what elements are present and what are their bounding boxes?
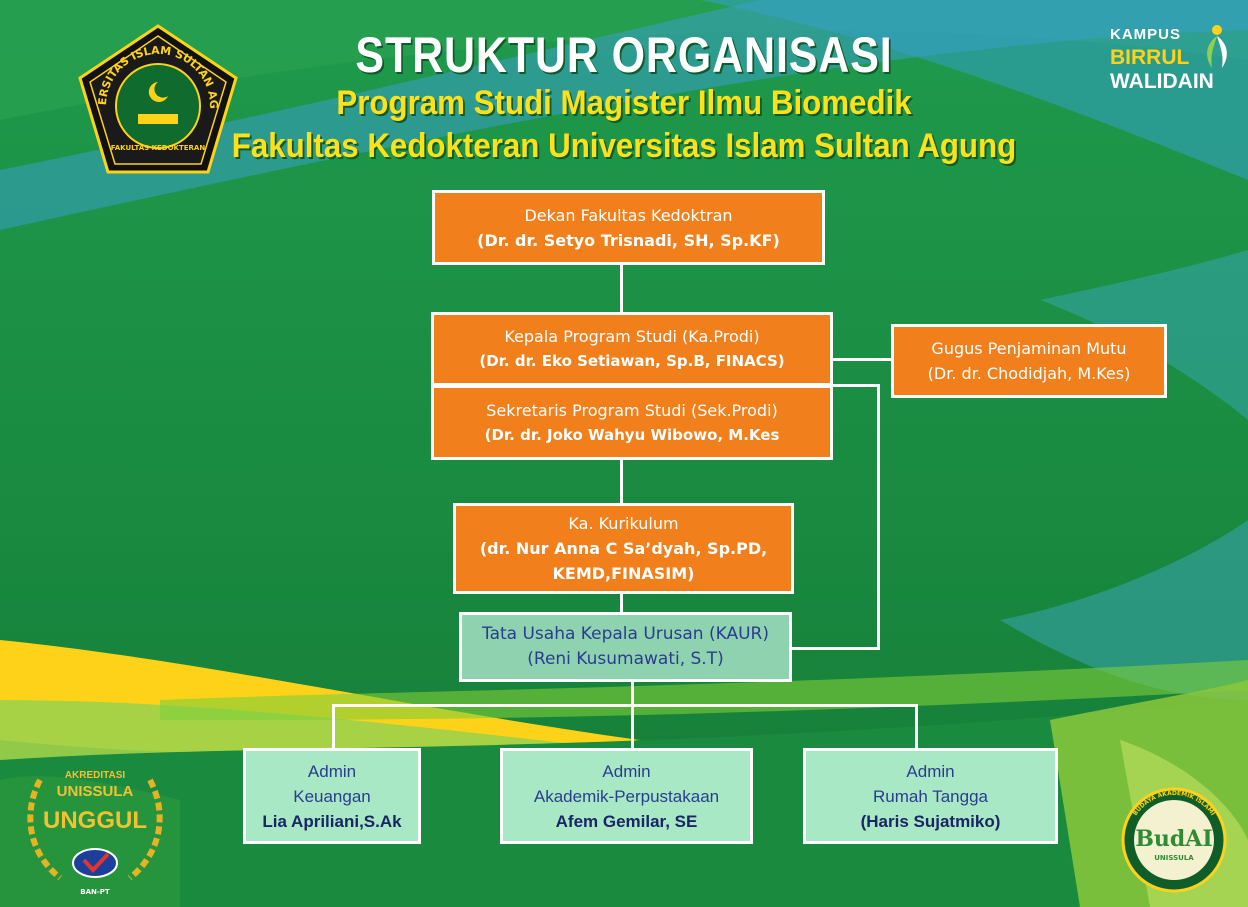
connector-kaprodi-gugus — [831, 358, 893, 361]
connector-kurikulum-kaur — [620, 593, 623, 614]
connector-kaur-down — [631, 681, 634, 749]
node-kaur-person: (Reni Kusumawati, S.T) — [527, 649, 724, 669]
connector-admin-rt — [915, 704, 918, 750]
node-admin-akad-person: Afem Gemilar, SE — [555, 811, 698, 831]
node-admin-rt-line2: Rumah Tangga — [873, 786, 988, 806]
node-admin-akad-line2: Akademik-Perpustakaan — [533, 786, 720, 806]
node-kaur-title: Tata Usaha Kepala Urusan (KAUR) — [482, 624, 769, 644]
node-kaprodi-person: (Dr. dr. Eko Setiawan, Sp.B, FINACS) — [479, 352, 785, 370]
node-kaprodi: Kepala Program Studi (Ka.Prodi) (Dr. dr.… — [431, 312, 833, 386]
node-admin-keuangan: Admin Keuangan Lia Apriliani,S.Ak — [243, 748, 421, 844]
node-admin-keu-line2: Keuangan — [293, 786, 371, 806]
brand-line3: WALIDAIN — [1110, 70, 1214, 93]
accreditation-unggul-badge: AKREDITASI UNISSULA UNGGUL BAN-PT — [27, 770, 163, 896]
page-subtitle-program: Program Studi Magister Ilmu Biomedik — [336, 84, 912, 122]
badge-unggul-text: UNGGUL — [43, 807, 147, 834]
node-admin-rt-line1: Admin — [906, 761, 955, 781]
node-sekprodi-person: (Dr. dr. Joko Wahyu Wibowo, M.Kes — [484, 425, 780, 444]
page-subtitle-faculty: Fakultas Kedokteran Universitas Islam Su… — [231, 127, 1017, 165]
leaf-figure-icon — [1207, 25, 1227, 68]
page-title: STRUKTUR ORGANISASI — [355, 27, 893, 83]
node-kaprodi-title: Kepala Program Studi (Ka.Prodi) — [504, 327, 760, 346]
node-dekan: Dekan Fakultas Kedoktran (Dr. dr. Setyo … — [432, 190, 825, 265]
connector-admin-horizontal — [332, 704, 918, 707]
node-kaur: Tata Usaha Kepala Urusan (KAUR) (Reni Ku… — [459, 612, 792, 682]
node-admin-akad-line1: Admin — [602, 761, 651, 781]
badge-banpt-text: BAN-PT — [80, 888, 110, 896]
node-dekan-person: (Dr. dr. Setyo Trisnadi, SH, Sp.KF) — [477, 230, 780, 250]
connector-sekprodi-kurikulum — [620, 459, 623, 505]
node-admin-rumah-tangga: Admin Rumah Tangga (Haris Sujatmiko) — [803, 748, 1058, 844]
budai-name-text: BudAI — [1135, 826, 1212, 852]
node-kurikulum-person-cont: KEMD,FINASIM) — [552, 564, 695, 583]
node-admin-akademik: Admin Akademik-Perpustakaan Afem Gemilar… — [500, 748, 753, 844]
node-gugus-title: Gugus Penjaminan Mutu — [931, 339, 1127, 358]
budai-unissula-badge: BUDAYA AKADEMIK ISLAMI BudAI UNISSULA — [1121, 787, 1227, 893]
kampus-birrul-walidain-logo: KAMPUS BIRRUL WALIDAIN — [1108, 25, 1238, 96]
crescent-icon — [148, 82, 168, 102]
university-seal-logo: UNIVERSITAS ISLAM SULTAN AGUNG FAKULTAS … — [74, 22, 238, 174]
connector-right-top — [831, 384, 880, 387]
node-kurikulum-title: Ka. Kurikulum — [568, 514, 679, 533]
brand-line2: BIRRUL — [1110, 46, 1190, 69]
logo-sub-text: FAKULTAS KEDOKTERAN — [111, 144, 206, 152]
node-dekan-title: Dekan Fakultas Kedoktran — [524, 205, 733, 225]
connector-dekan-kaprodi — [620, 263, 623, 313]
badge-akreditasi-text: AKREDITASI — [65, 770, 126, 781]
connector-right-vertical — [877, 384, 880, 650]
connector-admin-keu — [332, 704, 335, 750]
node-sekprodi: Sekretaris Program Studi (Sek.Prodi) (Dr… — [431, 385, 833, 460]
brand-line1: KAMPUS — [1110, 26, 1182, 43]
node-kurikulum: Ka. Kurikulum (dr. Nur Anna C Sa’dyah, S… — [453, 503, 794, 594]
ban-pt-emblem-icon — [72, 848, 118, 878]
node-gugus-person: (Dr. dr. Chodidjah, M.Kes) — [927, 364, 1131, 383]
node-kurikulum-person: (dr. Nur Anna C Sa’dyah, Sp.PD, — [479, 539, 768, 558]
connector-right-bottom — [791, 647, 880, 650]
node-admin-keu-person: Lia Apriliani,S.Ak — [262, 811, 402, 831]
node-admin-keu-line1: Admin — [307, 761, 357, 781]
node-sekprodi-title: Sekretaris Program Studi (Sek.Prodi) — [486, 400, 778, 420]
node-gugus-penjaminan-mutu: Gugus Penjaminan Mutu (Dr. dr. Chodidjah… — [891, 324, 1167, 398]
badge-unissula-text: UNISSULA — [57, 783, 134, 800]
budai-sub-text: UNISSULA — [1154, 854, 1194, 862]
node-admin-rt-person: (Haris Sujatmiko) — [860, 811, 1001, 831]
